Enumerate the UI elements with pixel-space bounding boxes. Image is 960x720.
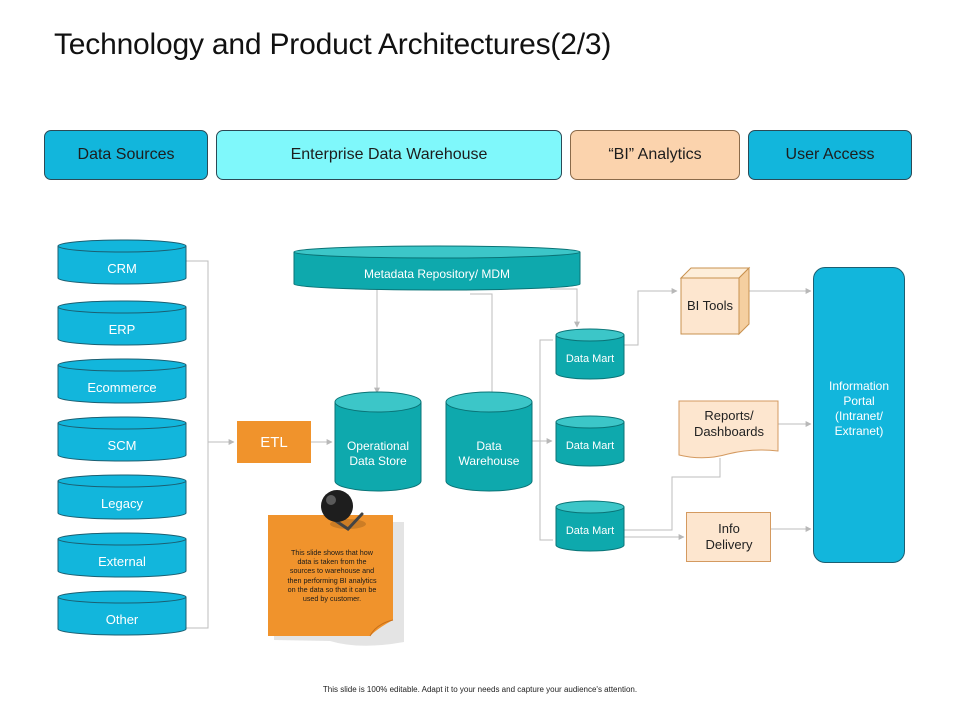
- mdm-to-ods-arrow: [355, 288, 380, 394]
- ods-cylinder: [334, 391, 422, 492]
- source-label-scm: SCM: [107, 437, 137, 453]
- mart-to-bi-tools-arrow: [624, 288, 678, 346]
- ods-label: Operational Data Store: [346, 439, 410, 468]
- data-mart-cylinder-1: [555, 328, 625, 380]
- bi-tools-cube: [679, 266, 751, 336]
- marts-bracket: [539, 339, 553, 541]
- source-label-external: External: [98, 553, 146, 569]
- data-mart-cylinders: [555, 328, 625, 552]
- mdm-to-mart-arrow: [550, 288, 580, 328]
- slide-title: Technology and Product Architectures(2/3…: [54, 28, 612, 61]
- source-cylinder-erp: [57, 300, 187, 346]
- slide-footer: This slide is 100% editable. Adapt it to…: [322, 685, 638, 694]
- info-delivery-label: Info Delivery: [705, 520, 753, 552]
- data-mart-cylinder-2: [555, 415, 625, 467]
- header-user-access: User Access: [748, 130, 912, 180]
- reports-dashboards-label: Reports/ Dashboards: [693, 407, 765, 439]
- mdm-to-dw-line: [470, 293, 493, 392]
- bi-tools-label: BI Tools: [686, 297, 733, 313]
- source-label-legacy: Legacy: [101, 495, 143, 511]
- data-mart-label-2: Data Mart: [565, 440, 615, 453]
- source-label-other: Other: [105, 611, 139, 627]
- etl-box: ETL: [237, 421, 311, 463]
- source-label-erp: ERP: [108, 321, 136, 337]
- information-portal-label: Information Portal (Intranet/ Extranet): [828, 379, 890, 438]
- header-enterprise-data-warehouse: Enterprise Data Warehouse: [216, 130, 562, 180]
- source-cylinder-other: [57, 590, 187, 636]
- source-cylinder-external: [57, 532, 187, 578]
- push-pin-icon: [321, 490, 366, 531]
- information-portal: Information Portal (Intranet/ Extranet): [813, 267, 905, 563]
- sticky-note-paper: [268, 515, 393, 636]
- metadata-repository-cylinder: [293, 245, 581, 291]
- header-data-sources: Data Sources: [44, 130, 208, 180]
- data-mart-label-1: Data Mart: [565, 353, 615, 366]
- source-label-ecommerce: Ecommerce: [87, 379, 157, 395]
- info-delivery-box: Info Delivery: [686, 512, 771, 562]
- sticky-note: [268, 515, 404, 646]
- warehouse-cylinders: [334, 391, 533, 492]
- source-cylinder-crm: [57, 239, 187, 285]
- source-cylinders: [57, 239, 187, 636]
- source-label-crm: CRM: [107, 260, 137, 276]
- mart-to-reports-line: [624, 458, 721, 531]
- metadata-repository-label: Metadata Repository/ MDM: [363, 266, 511, 281]
- data-mart-label-3: Data Mart: [565, 525, 615, 538]
- source-cylinder-ecommerce: [57, 358, 187, 404]
- header-bi-analytics: “BI” Analytics: [570, 130, 740, 180]
- source-cylinder-scm: [57, 416, 187, 462]
- source-cylinder-legacy: [57, 474, 187, 520]
- dw-cylinder: [445, 391, 533, 492]
- sticky-note-text: This slide shows that how data is taken …: [287, 548, 377, 604]
- reports-dashboards-document: [678, 400, 779, 459]
- dw-label: Data Warehouse: [458, 439, 520, 468]
- sources-bracket: [186, 260, 209, 629]
- data-mart-cylinder-3: [555, 500, 625, 552]
